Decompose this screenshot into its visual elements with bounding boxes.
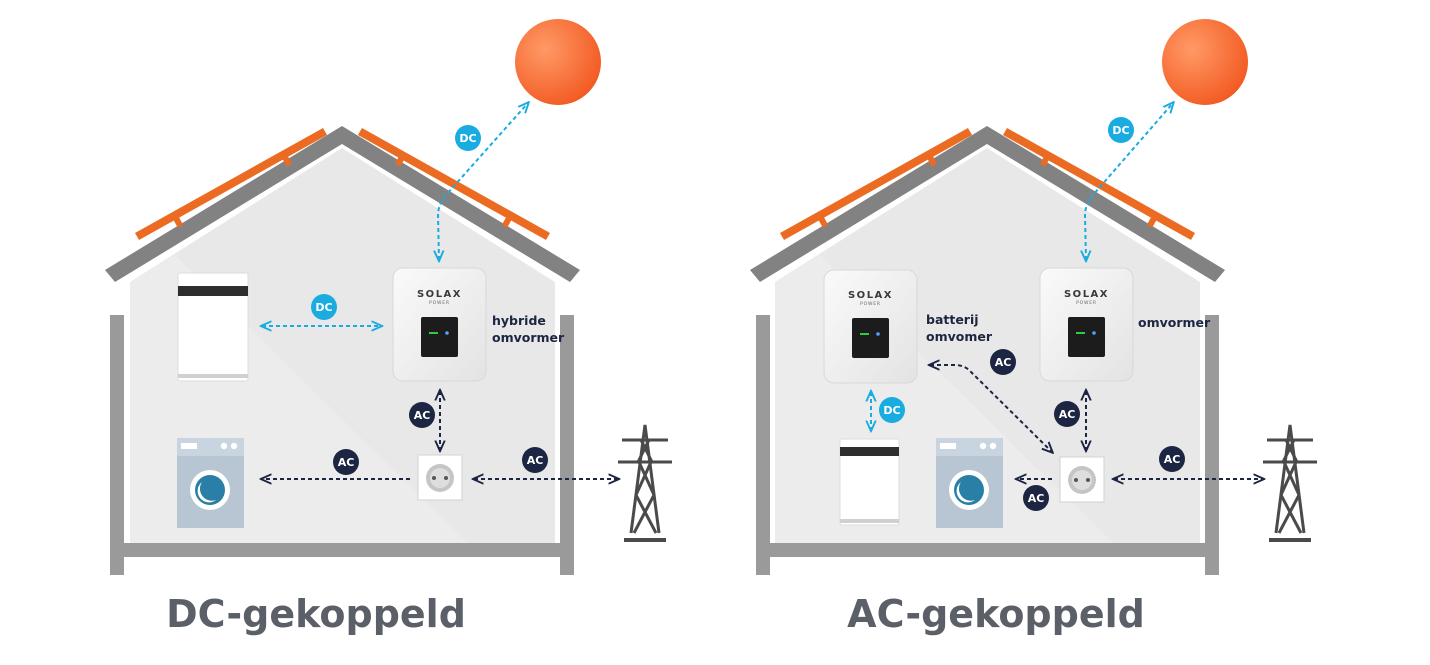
pv-inverter: SOLAX POWER [1039,267,1134,382]
badge-dc-battery: DC [311,294,337,320]
svg-text:DC: DC [315,301,332,314]
pv-inverter-brand: SOLAX [1064,289,1109,300]
wall-socket [1059,456,1105,503]
house-wall-right [560,315,574,575]
badge-dc-sun: DC [1108,117,1134,143]
svg-text:DC: DC [459,132,476,145]
battery-cabinet [839,438,900,526]
battery-cabinet [177,272,249,382]
house-wall-left [756,315,770,575]
power-pylon [618,424,672,542]
svg-text:DC: DC [883,404,900,417]
ac-coupled-title: AC-gekoppeld [847,592,1145,636]
house-wall-right [1205,315,1219,575]
hybrid-inverter: SOLAX POWER [392,267,487,382]
badge-ac-grid: AC [522,447,548,473]
svg-text:AC: AC [1059,408,1076,421]
house-floor [110,543,574,557]
flow-sun-inverter [1085,103,1173,260]
power-pylon [1263,424,1317,542]
solar-panel-left [780,128,972,240]
badge-ac-battery-inverter: AC [990,349,1016,375]
badge-ac-washer: AC [333,449,359,475]
badge-ac-inverter-socket: AC [409,402,435,428]
sun [1162,19,1248,105]
svg-text:AC: AC [338,456,355,469]
sun [515,19,601,105]
battery-inverter-brand: SOLAX [848,290,893,301]
dc-coupled-title: DC-gekoppeld [166,592,466,636]
hybrid-inverter-label-1: hybride [492,313,546,328]
battery-inverter-label-1: batterij [926,312,979,327]
flow-sun-inverter [438,103,528,260]
badge-dc-battery: DC [879,397,905,423]
washing-machine [177,438,244,528]
svg-text:AC: AC [414,409,431,422]
hybrid-inverter-label-2: omvormer [492,330,565,345]
svg-text:DC: DC [1112,124,1129,137]
house-floor [756,543,1219,557]
pv-inverter-brand-sub: POWER [1076,300,1097,306]
inverter-brand: SOLAX [417,289,462,300]
wall-socket [417,454,463,501]
washing-machine [936,438,1003,528]
svg-text:AC: AC [1028,492,1045,505]
battery-inverter-label-2: omvomer [926,329,993,344]
badge-ac-grid: AC [1159,446,1185,472]
dc-coupled-house: SOLAX POWER hybride omvormer [105,19,672,636]
solar-panel-left [135,128,327,240]
house-wall-left [110,315,124,575]
battery-inverter: SOLAX POWER [823,269,918,384]
ac-coupled-house: SOLAX POWER batterij omvomer SOLAX POWER… [750,19,1317,636]
svg-text:AC: AC [527,454,544,467]
inverter-brand-sub: POWER [429,300,450,306]
badge-ac-inverter-socket: AC [1054,401,1080,427]
svg-text:AC: AC [995,356,1012,369]
battery-inverter-brand-sub: POWER [860,301,881,307]
badge-ac-washer: AC [1023,485,1049,511]
svg-text:AC: AC [1164,453,1181,466]
badge-dc-sun: DC [455,125,481,151]
pv-inverter-label: omvormer [1138,315,1211,330]
